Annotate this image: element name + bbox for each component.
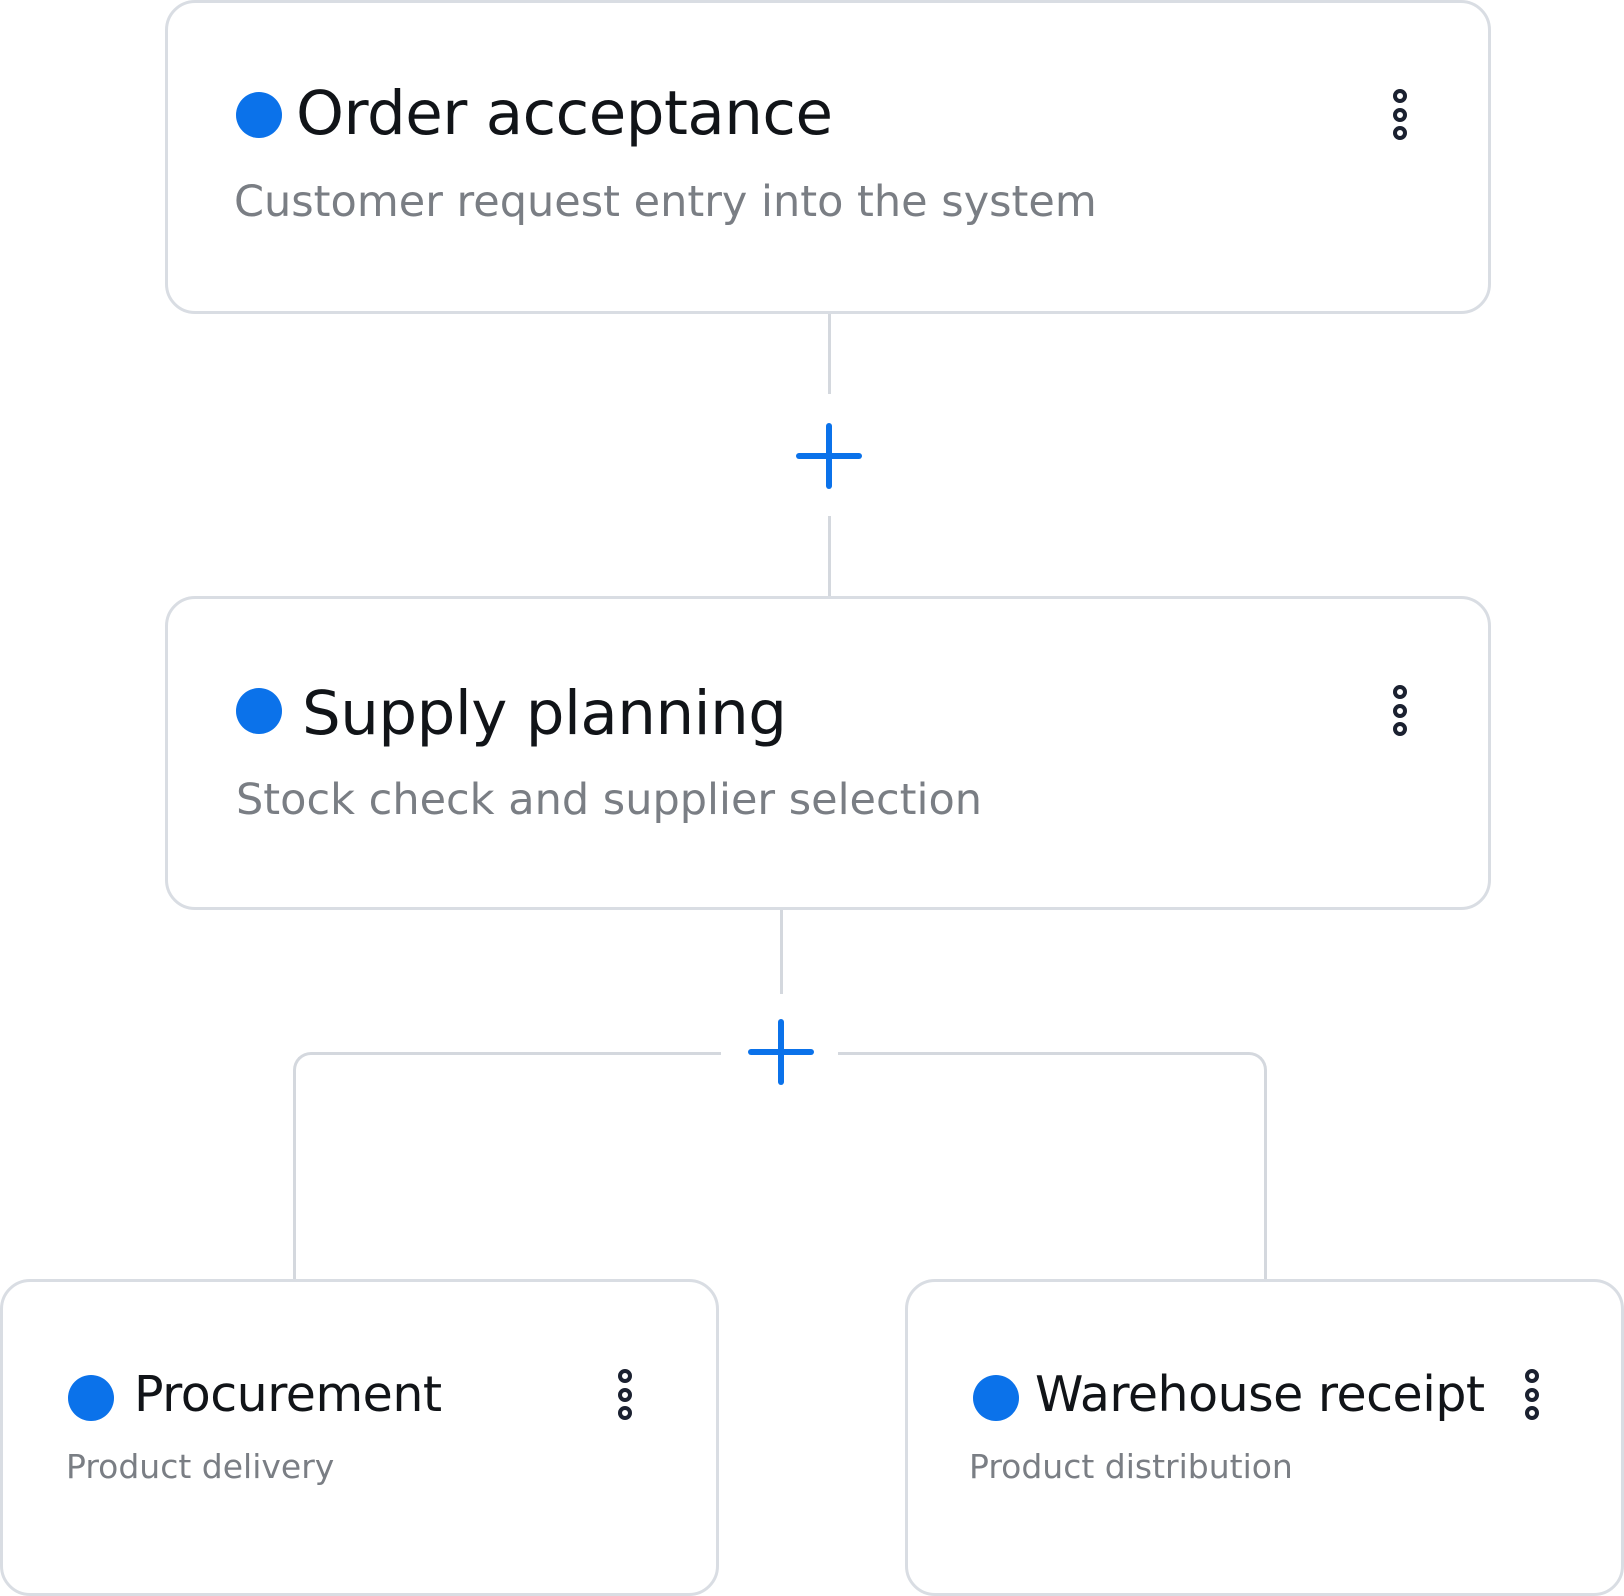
step-title: Supply planning <box>302 678 787 749</box>
process-step-card[interactable]: Order acceptance Customer request entry … <box>165 0 1491 314</box>
status-dot-icon <box>236 92 282 138</box>
status-dot-icon <box>236 688 282 734</box>
step-subtitle: Product delivery <box>66 1447 335 1486</box>
step-title: Order acceptance <box>296 78 833 149</box>
connector-line <box>780 908 783 994</box>
connector-line <box>828 516 831 598</box>
status-dot-icon <box>973 1375 1019 1421</box>
add-step-plus-icon[interactable] <box>748 1019 814 1085</box>
more-options-icon[interactable] <box>1383 89 1417 140</box>
connector-line <box>828 312 831 394</box>
more-options-icon[interactable] <box>608 1369 642 1420</box>
status-dot-icon <box>68 1375 114 1421</box>
add-step-plus-icon[interactable] <box>796 423 862 489</box>
step-subtitle: Stock check and supplier selection <box>236 775 983 825</box>
more-options-icon[interactable] <box>1515 1369 1549 1420</box>
step-subtitle: Customer request entry into the system <box>234 177 1097 227</box>
step-subtitle: Product distribution <box>969 1447 1293 1486</box>
step-title: Warehouse receipt <box>1035 1366 1485 1423</box>
branch-connector-left <box>293 1052 721 1284</box>
branch-connector-right <box>838 1052 1267 1284</box>
step-title: Procurement <box>134 1366 442 1423</box>
process-step-card[interactable]: Procurement Product delivery <box>0 1279 719 1596</box>
process-step-card[interactable]: Warehouse receipt Product distribution <box>905 1279 1624 1596</box>
more-options-icon[interactable] <box>1383 685 1417 736</box>
process-step-card[interactable]: Supply planning Stock check and supplier… <box>165 596 1491 910</box>
